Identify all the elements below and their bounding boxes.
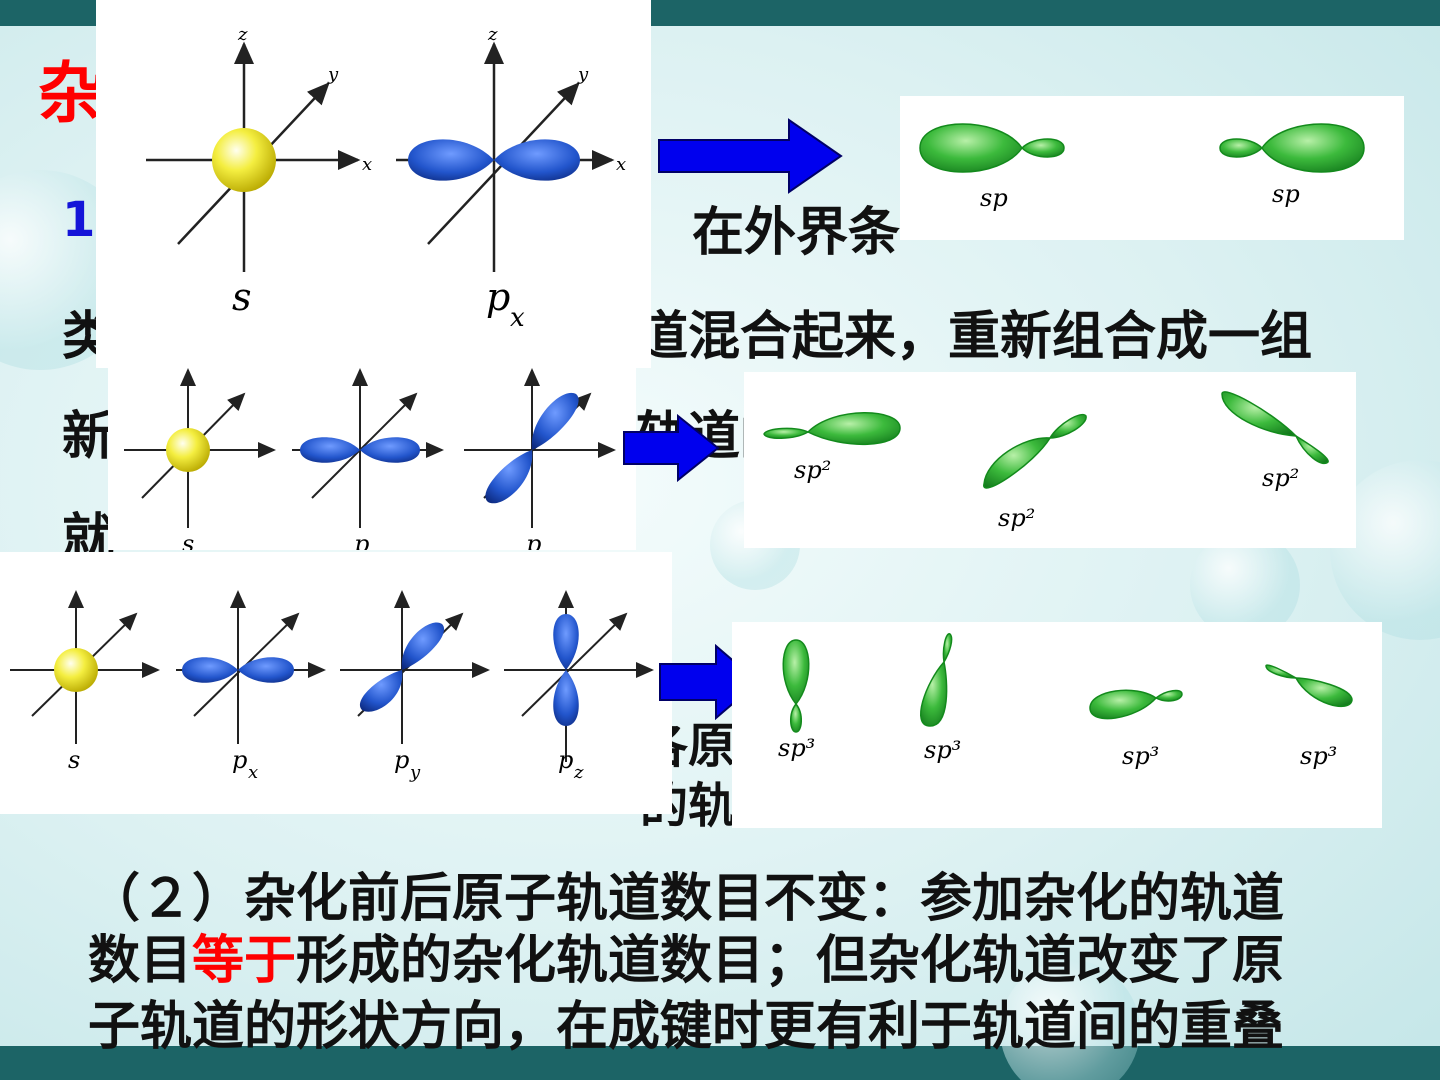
hybrid-label: sp³ [778, 734, 815, 762]
axis-label-y: y [577, 64, 589, 85]
label-s: s [68, 746, 80, 774]
sp-output-panel: sp sp [900, 96, 1404, 240]
axis-label-x: x [362, 154, 372, 175]
p-orbital-lobe [359, 670, 403, 712]
s-orbital-sphere [166, 428, 210, 472]
axis-label-x: x [616, 154, 626, 175]
label-p: p [394, 746, 409, 774]
label-subscript-z: z [573, 762, 584, 783]
p-orbital-lobe [485, 450, 533, 504]
sp3-small-lobe [942, 633, 953, 665]
axis-group [464, 368, 616, 528]
point2-line2: 数目等于形成的杂化轨道数目；但杂化轨道改变了原 [88, 918, 1284, 993]
point2-highlight: 等于 [192, 931, 297, 991]
sp3-input-panel: s p x p y [0, 552, 672, 814]
bottom-band [0, 1046, 1440, 1080]
hybrid-label: sp² [1262, 464, 1299, 492]
p-orbital-lobe [408, 139, 494, 181]
sp3-big-lobe [1089, 689, 1158, 720]
sp2-big-lobe [1221, 391, 1298, 437]
hybrid-label: sp [1272, 180, 1300, 208]
axis-label-z: z [237, 24, 248, 45]
label-p: p [486, 275, 510, 319]
axis-group [504, 590, 654, 762]
sp3-hybrid-orbitals: sp³ sp³ sp³ sp³ [778, 633, 1353, 770]
point2-line1: （２）杂化前后原子轨道数目不变：参加杂化的轨道 [88, 869, 1285, 929]
sp3-big-lobe [1294, 677, 1353, 708]
p-orbital-lobe [360, 437, 420, 463]
hybrid-label: sp² [998, 504, 1035, 532]
sp-input-orbitals: x y z s x y z p x [146, 24, 626, 333]
para-line1: 在外界条 [692, 203, 901, 263]
label-subscript-y: y [409, 762, 421, 783]
axis-group [340, 590, 490, 744]
axis-label-y: y [327, 64, 339, 85]
label-p: p [558, 746, 573, 774]
hybrid-label: sp [980, 184, 1008, 212]
p-orbital-lobe [494, 139, 580, 181]
p-orbital-lobe [553, 614, 579, 670]
arrow-icon [658, 118, 843, 194]
hybrid-label: sp² [794, 456, 831, 484]
sp3-small-lobe [1265, 664, 1299, 679]
sp-big-lobe [1261, 123, 1365, 173]
para-line3-head: 新 [62, 407, 115, 467]
axis-label-z: z [487, 24, 498, 45]
sp2-small-lobe [1294, 434, 1329, 465]
sp-small-lobe [1219, 138, 1264, 158]
sp3-input-orbitals: s p x p y [10, 590, 654, 783]
sp2-hybrid-orbitals: sp² sp² sp² [763, 391, 1329, 532]
sp-input-panel: x y z s x y z p x [96, 0, 651, 368]
p-orbital-lobe [182, 657, 238, 683]
sp3-small-lobe [790, 702, 802, 733]
label-subscript-x: x [510, 303, 525, 333]
point2-line2-post: 形成的杂化轨道数目；但杂化轨道改变了原 [296, 931, 1285, 991]
label-p: p [232, 746, 247, 774]
bubble-decoration [1190, 530, 1300, 640]
label-subscript-x: x [248, 762, 258, 783]
sp3-output-panel: sp³ sp³ sp³ sp³ [732, 622, 1382, 828]
slide-title: 杂 [38, 55, 104, 132]
p-orbital-lobe [531, 392, 579, 450]
sp2-input-panel: s p p [108, 360, 636, 558]
label-p: p [354, 530, 369, 550]
sp2-small-lobe [1048, 413, 1087, 439]
point2-line3: 子轨道的形状方向，在成键时更有利于轨道间的重叠 [88, 997, 1285, 1057]
sp2-big-lobe [983, 437, 1052, 489]
label-s: s [232, 275, 252, 319]
label-s: s [182, 530, 194, 550]
label-p: p [526, 530, 541, 550]
para-line2: 道混合起来，重新组合成一组 [636, 307, 1313, 367]
sp2-input-orbitals: s p p [124, 368, 616, 558]
arrow-icon [623, 414, 720, 482]
p-orbital-lobe [238, 657, 294, 683]
sp-big-lobe [919, 123, 1023, 173]
sp-small-lobe [1020, 138, 1065, 158]
sp-hybrid-orbitals: sp sp [919, 123, 1365, 212]
sp3-big-lobe [782, 639, 810, 706]
p-orbital-lobe [553, 670, 579, 726]
sp2-big-lobe [806, 412, 901, 446]
point2-line2-pre: 数目 [88, 931, 193, 991]
p-orbital-lobe [300, 437, 360, 463]
p-orbital-lobe [401, 622, 445, 670]
hybrid-label: sp³ [924, 736, 961, 764]
hybrid-label: sp³ [1122, 742, 1159, 770]
hybrid-label: sp³ [1300, 742, 1337, 770]
sp2-small-lobe [763, 427, 810, 439]
sp3-small-lobe [1154, 689, 1183, 702]
sp3-big-lobe [920, 660, 948, 727]
s-orbital-sphere [212, 128, 276, 192]
s-orbital-sphere [54, 648, 98, 692]
bubble-decoration [1000, 960, 1140, 1080]
sp2-output-panel: sp² sp² sp² [744, 372, 1356, 548]
